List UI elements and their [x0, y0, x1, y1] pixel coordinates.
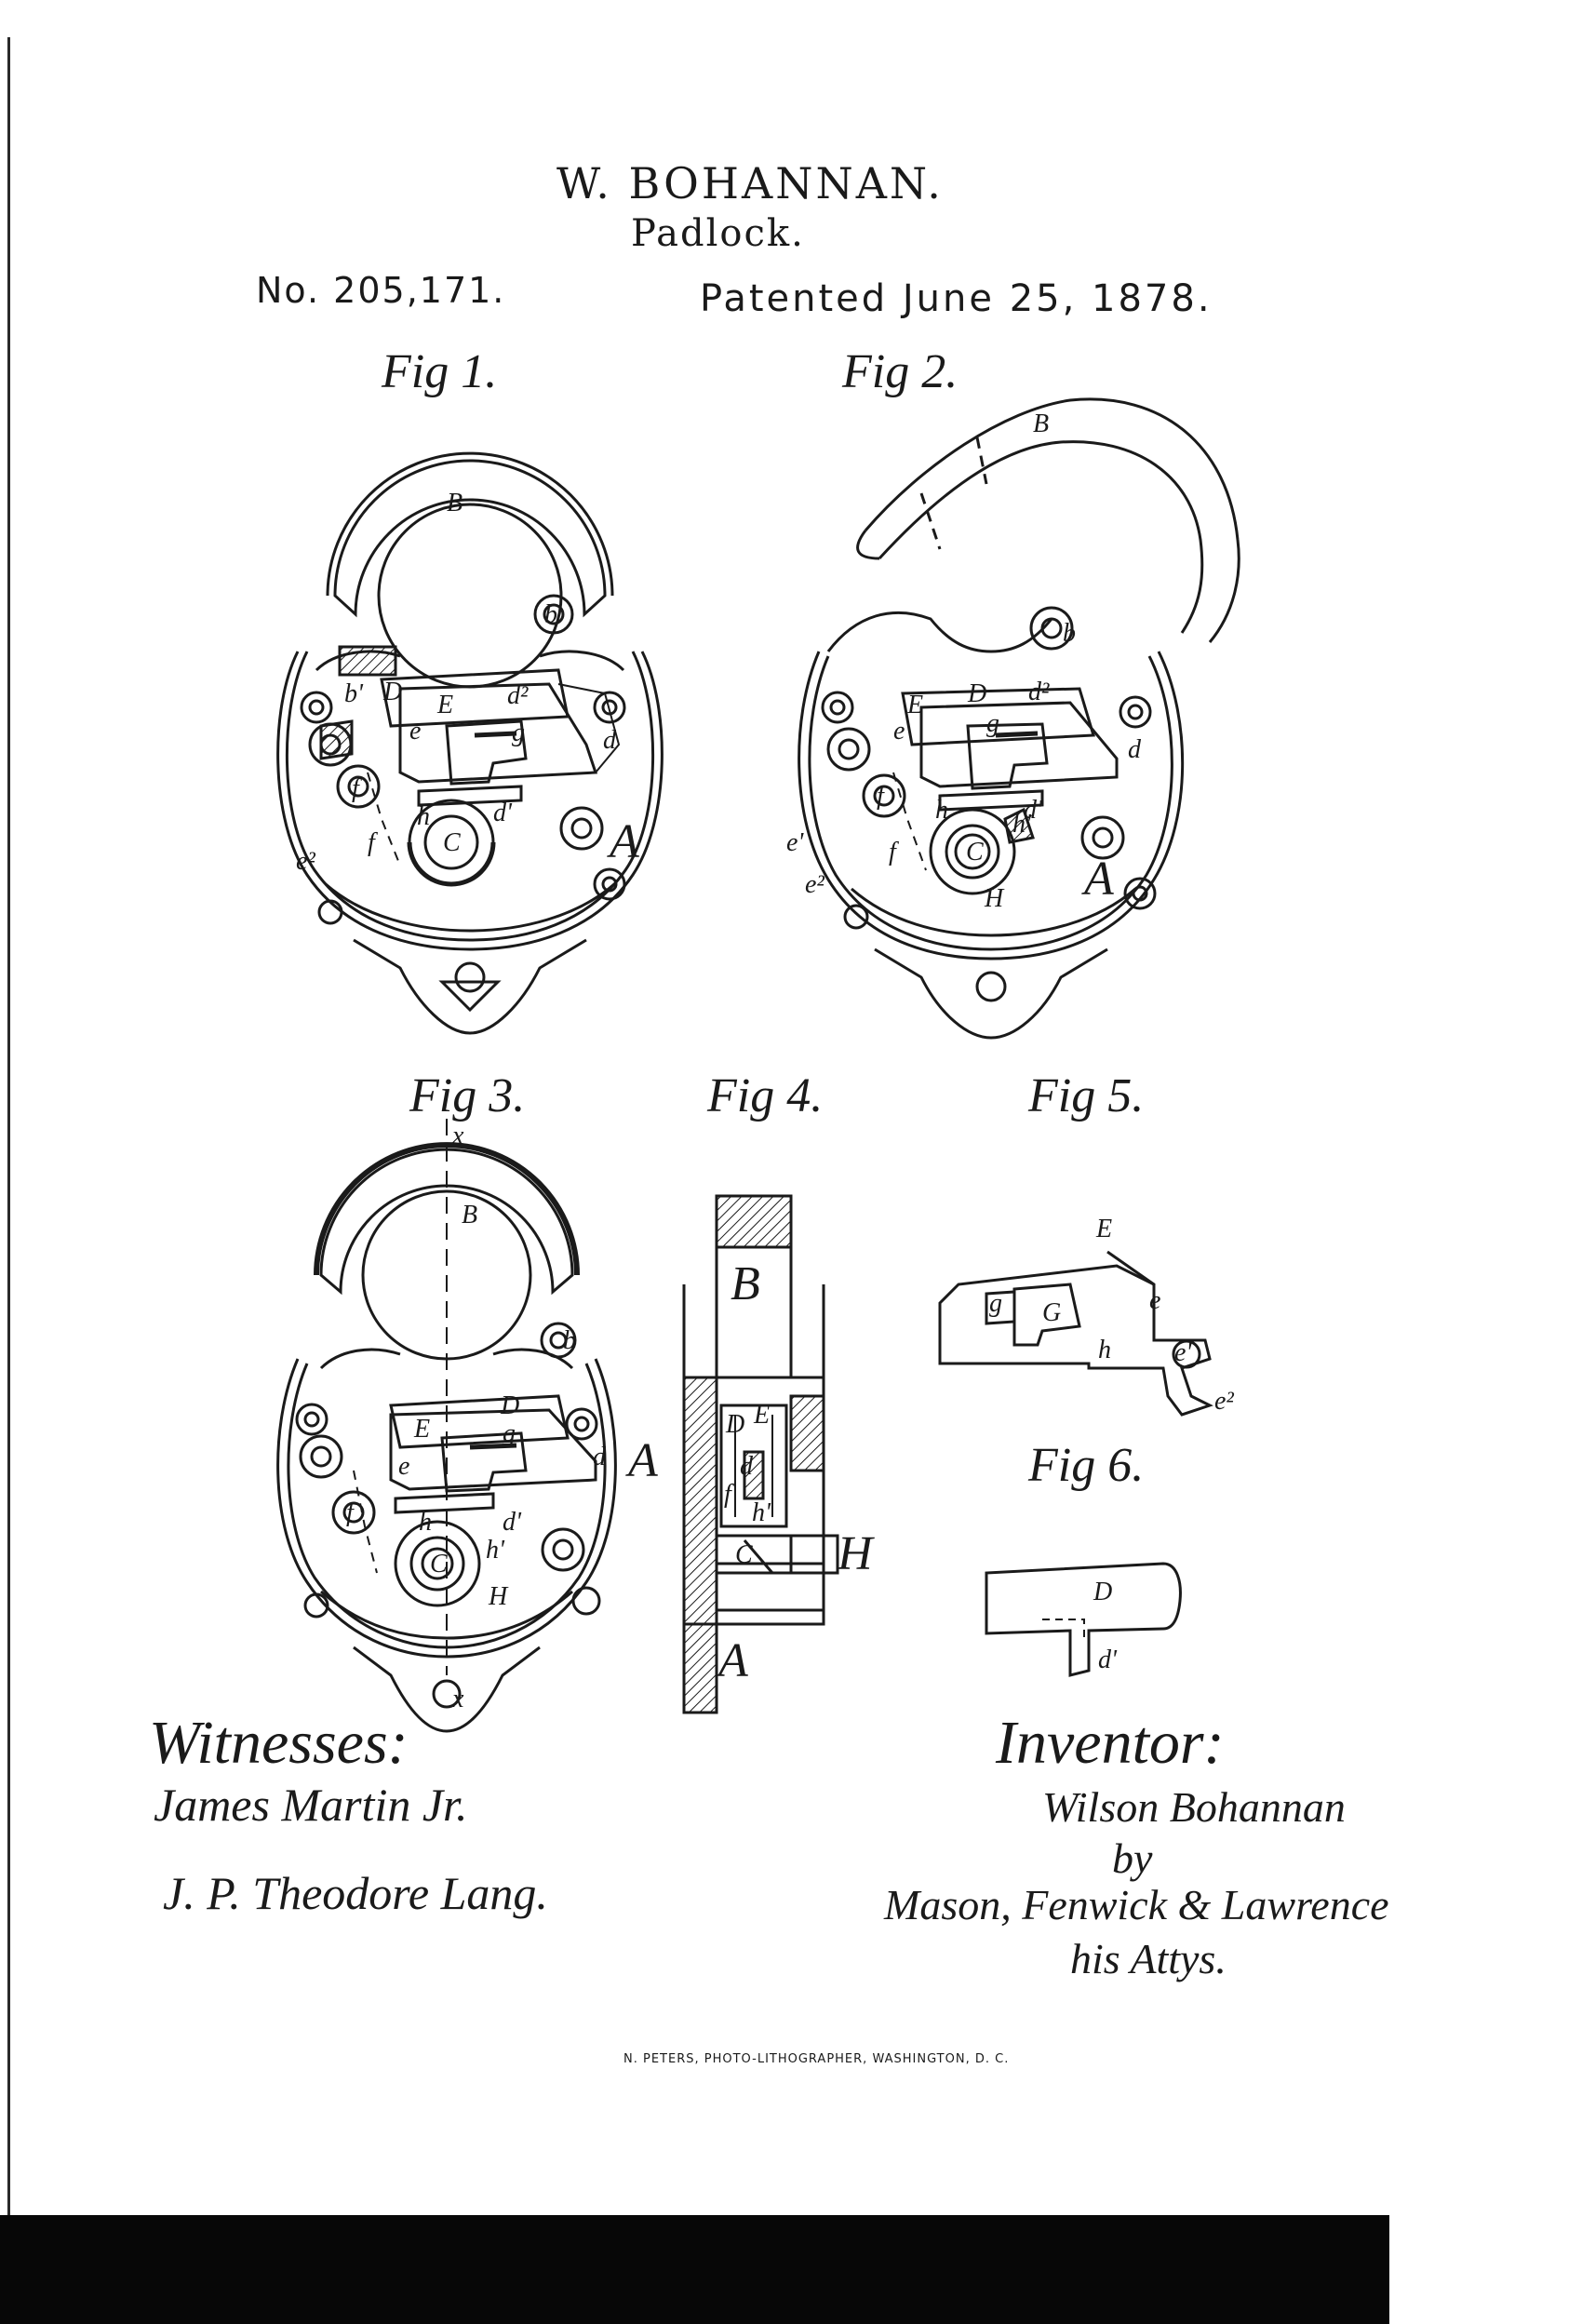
- fig3-label-E: E: [414, 1415, 431, 1444]
- fig5-label-e2: e²: [1214, 1387, 1234, 1416]
- figure-6-caption: Fig 6.: [1028, 1439, 1145, 1492]
- fig3-label-A: A: [628, 1434, 658, 1487]
- fig2-label-d2: d²: [1028, 678, 1050, 706]
- figure-4-caption: Fig 4.: [707, 1069, 824, 1122]
- fig5-label-G: G: [1042, 1298, 1062, 1327]
- fig4-label-B: B: [731, 1257, 760, 1310]
- inventor-name-heading: W. BOHANNAN.: [556, 158, 944, 208]
- fig2-label-C: C: [966, 838, 984, 866]
- fig3-label-B: B: [462, 1201, 478, 1229]
- inventor-signature: Wilson Bohannan: [1042, 1783, 1346, 1831]
- fig3-label-g: g: [503, 1419, 516, 1448]
- patent-number: No. 205,171.: [256, 270, 506, 311]
- fig4-label-H: H: [838, 1527, 873, 1580]
- witnesses-heading: Witnesses:: [149, 1709, 409, 1777]
- fig1-label-B: B: [447, 489, 463, 517]
- fig1-label-d2: d²: [507, 681, 529, 710]
- fig5-label-e1: e': [1174, 1338, 1192, 1367]
- fig2-label-f-circle: f: [877, 782, 884, 811]
- fig1-label-D: D: [383, 678, 403, 706]
- witness-signature-1: James Martin Jr.: [154, 1779, 468, 1831]
- scan-edge-line: [7, 37, 10, 2215]
- fig3-label-x-bottom: x: [452, 1685, 464, 1713]
- figure-4-drawing: [682, 1194, 839, 1714]
- fig1-label-h: h: [417, 802, 430, 831]
- fig2-label-d1: d': [1024, 796, 1042, 825]
- figure-3-caption: Fig 3.: [409, 1069, 526, 1122]
- scan-bottom-gap: [1389, 2215, 1582, 2324]
- fig5-label-E: E: [1096, 1215, 1113, 1243]
- fig3-label-f-circle: f: [346, 1498, 354, 1527]
- fig1-label-E: E: [437, 691, 454, 719]
- fig1-label-b1: b': [344, 679, 363, 708]
- fig2-label-h: h: [935, 796, 948, 825]
- fig2-label-d: d: [1128, 735, 1141, 764]
- fig3-label-b: b: [563, 1326, 576, 1355]
- fig3-label-d1: d': [503, 1508, 521, 1537]
- fig2-label-e2: e²: [805, 870, 825, 899]
- figure-1-caption: Fig 1.: [382, 345, 498, 398]
- witness-signature-2: J. P. Theodore Lang.: [163, 1867, 548, 1919]
- attorneys-label: his Attys.: [1070, 1935, 1227, 1982]
- figure-5-drawing: [938, 1250, 1213, 1417]
- fig2-label-g: g: [986, 709, 999, 738]
- fig1-label-C: C: [443, 828, 461, 857]
- fig3-label-e: e: [398, 1452, 410, 1481]
- scan-bottom-bar: [0, 2215, 1582, 2324]
- fig4-label-f: f: [724, 1480, 731, 1509]
- fig1-label-A: A: [610, 815, 639, 868]
- fig2-label-h1: h': [1012, 810, 1031, 839]
- fig3-label-h1: h': [486, 1536, 504, 1565]
- fig5-label-g: g: [989, 1289, 1002, 1318]
- fig2-label-D: D: [968, 679, 987, 708]
- fig2-label-f: f: [889, 838, 896, 866]
- fig3-label-d: d: [593, 1443, 606, 1471]
- fig1-label-e: e: [409, 717, 422, 746]
- fig1-label-b: b: [544, 600, 557, 629]
- figure-2-drawing: [798, 397, 1240, 1040]
- fig1-label-d: d: [603, 726, 616, 755]
- patent-date: Patented June 25, 1878.: [700, 277, 1213, 320]
- fig6-label-d1: d': [1098, 1646, 1117, 1674]
- fig2-label-e1: e': [786, 828, 804, 857]
- fig3-label-D: D: [501, 1391, 520, 1420]
- fig5-label-e: e: [1149, 1286, 1161, 1315]
- fig1-label-e2: e²: [296, 847, 315, 876]
- figure-3-drawing: [276, 1119, 617, 1733]
- fig4-label-A: A: [718, 1634, 748, 1687]
- figure-1-drawing: [276, 451, 664, 1035]
- fig1-label-f-circle: f: [352, 774, 359, 803]
- fig4-label-C: C: [735, 1540, 753, 1569]
- fig4-label-E: E: [754, 1401, 771, 1430]
- inventor-heading: Inventor:: [996, 1709, 1225, 1777]
- fig2-label-E: E: [907, 691, 924, 719]
- fig3-label-C: C: [430, 1550, 448, 1578]
- printer-credit: N. PETERS, PHOTO-LITHOGRAPHER, WASHINGTO…: [623, 2052, 1010, 2066]
- figure-2-caption: Fig 2.: [842, 345, 959, 398]
- fig3-label-x-top: x: [452, 1122, 464, 1150]
- fig2-label-H: H: [985, 884, 1004, 913]
- fig3-label-h: h: [419, 1508, 432, 1537]
- fig1-label-d1: d': [493, 799, 512, 827]
- figure-6-drawing: [985, 1562, 1182, 1677]
- inventor-by: by: [1112, 1834, 1153, 1882]
- fig2-label-A: A: [1084, 853, 1114, 906]
- fig3-label-H: H: [489, 1582, 508, 1611]
- patent-title: Padlock.: [631, 212, 805, 255]
- figure-5-caption: Fig 5.: [1028, 1069, 1145, 1122]
- fig2-label-b: b: [1063, 619, 1076, 648]
- fig6-label-D: D: [1093, 1578, 1113, 1606]
- fig2-label-e: e: [893, 717, 905, 746]
- attorneys-signature: Mason, Fenwick & Lawrence: [884, 1881, 1389, 1928]
- fig4-label-d: d: [740, 1452, 753, 1481]
- fig5-label-h: h: [1098, 1336, 1111, 1364]
- fig4-label-h1: h': [752, 1498, 771, 1527]
- fig2-label-B: B: [1033, 410, 1050, 438]
- fig4-label-D: D: [726, 1410, 745, 1439]
- fig1-label-g: g: [512, 719, 525, 747]
- fig1-label-f: f: [368, 828, 375, 857]
